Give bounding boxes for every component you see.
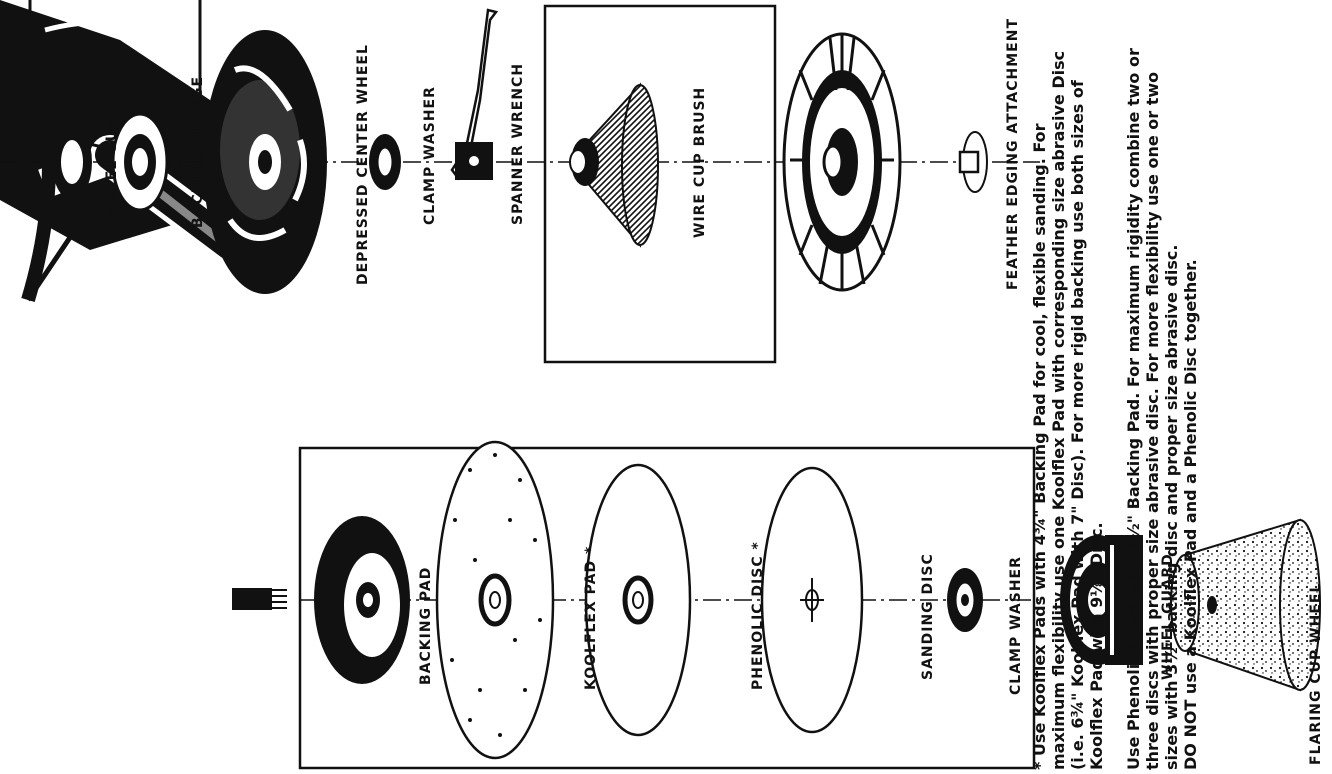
label-koolflex-pad: KOOLFLEX PAD *: [583, 546, 599, 690]
phenolic-disc: [586, 465, 690, 735]
label-flaring-cup-wheel: FLARING CUP WHEEL: [1308, 583, 1324, 765]
backing-flange: [113, 114, 167, 210]
spanner-wrench: [452, 10, 496, 180]
term-donot: DO NOT: [1181, 700, 1200, 770]
label-wire-cup-brush: WIRE CUP BRUSH: [692, 87, 708, 238]
usage-notes: * Use Koolflex Pads with 4¾" Backing Pad…: [1030, 30, 1218, 770]
label-clamp-washer-top: CLAMP WASHER: [422, 86, 438, 225]
label-clamp-washer-left: CLAMP WASHER: [1008, 556, 1024, 695]
label-depressed-center-wheel: DEPRESSED CENTER WHEEL: [355, 44, 371, 285]
term-koolflex: Koolflex Pads: [1030, 596, 1049, 717]
note-phenolic: Use Phenolic Discs with 3½" Backing Pad.…: [1124, 30, 1200, 770]
sanding-disc: [762, 468, 862, 732]
wire-cup-brush: [570, 85, 658, 245]
label-spanner-wrench: SPANNER WRENCH: [510, 63, 526, 225]
flap-wheel: [784, 34, 900, 290]
label-backing-flange: BACKING FLANGE: [190, 76, 206, 228]
label-feather-edging-attachment: FEATHER EDGING ATTACHMENT: [1005, 18, 1021, 290]
depressed-center-wheel: [203, 30, 327, 294]
label-sanding-disc: SANDING DISC: [920, 553, 936, 680]
backing-pad: [314, 516, 410, 684]
koolflex-pad: [437, 442, 553, 758]
clamp-washer-top: [369, 134, 401, 190]
note-koolflex: * Use Koolflex Pads with 4¾" Backing Pad…: [1030, 30, 1106, 770]
label-phenolic-disc: PHENOLIC DISC *: [750, 541, 766, 690]
label-backing-pad: BACKING PAD: [418, 567, 434, 685]
clamp-washer-left: [947, 568, 983, 632]
label-wheel-guard-top: WHEEL GUARD: [104, 93, 120, 220]
feather-edging-attachment: [960, 132, 987, 192]
term-phenolic: Phenolic Discs: [1124, 601, 1143, 731]
spindle: [232, 588, 287, 610]
